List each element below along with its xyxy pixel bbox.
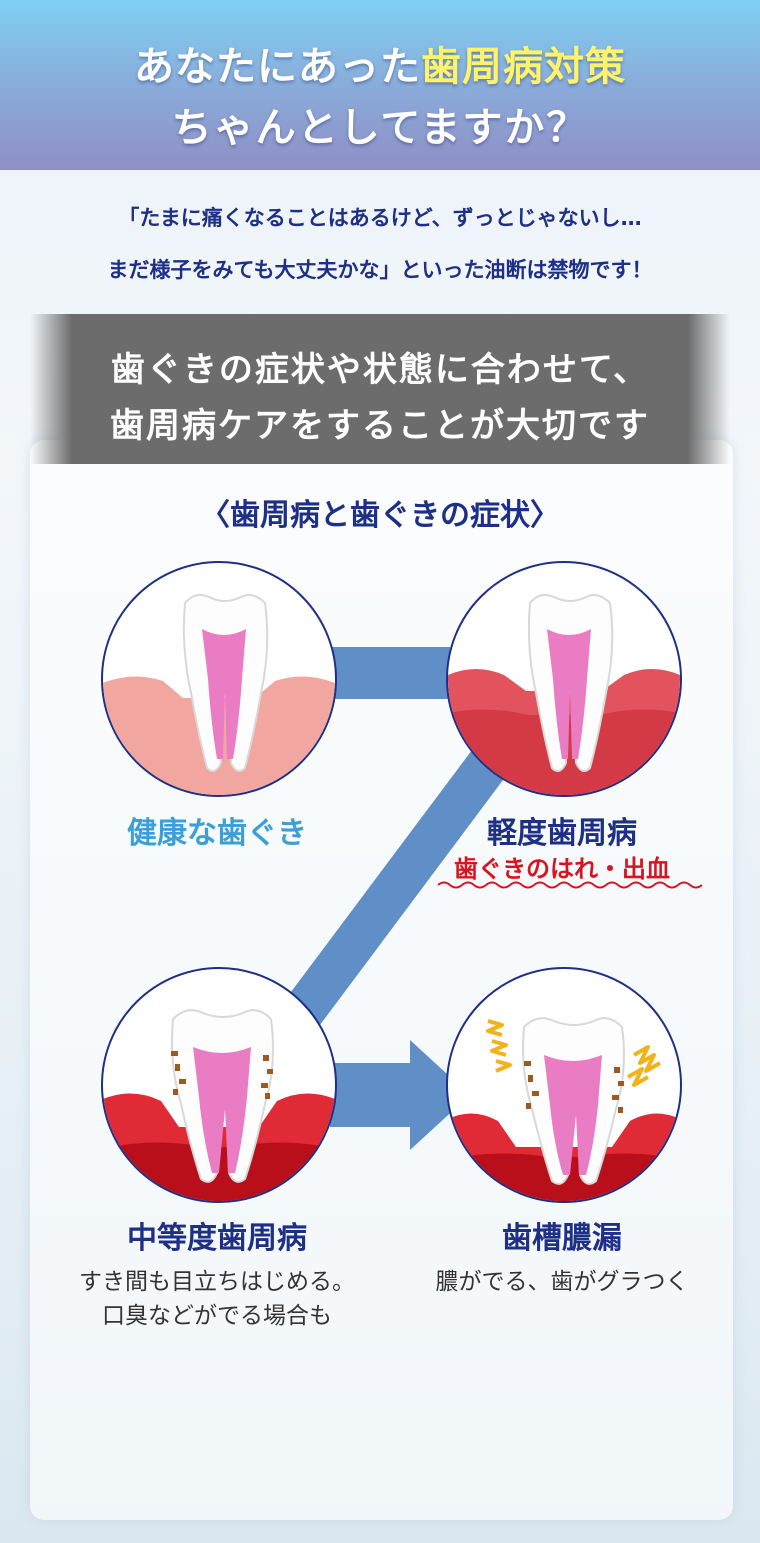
stage-mild-title: 軽度歯周病 [487,816,637,851]
wavy-underline [437,881,703,889]
arrow-connector-top [330,647,450,699]
stage-moderate-desc-2: 口臭などがでる場合も [102,1303,332,1329]
banner-line-2: 歯周病ケアをすることが大切です [110,406,650,446]
header-title-line2: ちゃんとしてますか？ [171,105,589,151]
mild-periodontitis-illustration [446,561,682,797]
stage-pyorrhea-title: 歯槽膿漏 [502,1221,622,1256]
stage-mild-symptom: 歯ぐきのはれ・出血 [454,855,670,883]
intro-line-2: まだ様子をみても大丈夫かな」といった油断は禁物です！ [107,258,653,282]
banner-line-1: 歯ぐきの症状や状態に合わせて、 [110,350,650,390]
message-banner: 歯ぐきの症状や状態に合わせて、 歯周病ケアをすることが大切です [30,314,730,464]
intro-line-1: 「たまに痛くなることはあるけど、ずっとじゃないし… [118,206,642,230]
pyorrhea-illustration [446,967,682,1203]
stage-moderate-title: 中等度歯周病 [127,1221,307,1256]
stage-healthy-title: 健康な歯ぐき [127,816,307,851]
healthy-tooth-illustration [101,561,337,797]
header-highlight: 歯周病対策 [421,44,626,90]
arrow-bottom [330,1040,470,1150]
moderate-periodontitis-illustration [101,967,337,1203]
header-title-line1: あなたにあった歯周病対策 [134,44,626,90]
section-title: 〈歯周病と歯ぐきの症状〉 [200,498,560,533]
arrow-connector-diagonal [270,742,512,1045]
header-banner: あなたにあった歯周病対策 ちゃんとしてますか？ [0,0,760,170]
stage-moderate-desc-1: すき間も目立ちはじめる。 [79,1269,355,1295]
stage-pyorrhea-desc-1: 膿がでる、歯がグラつく [435,1269,689,1295]
